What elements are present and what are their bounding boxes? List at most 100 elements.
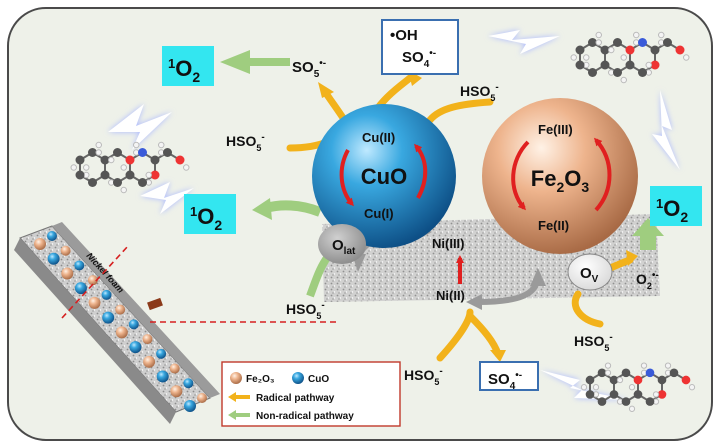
atom <box>609 390 619 399</box>
lightning-bolt-icon <box>108 104 172 150</box>
catalyst-particle <box>115 326 128 339</box>
lattice-oxygen-label: Olat <box>332 237 356 257</box>
catalyst-particle <box>129 341 142 354</box>
lightning-bolt-icon <box>540 370 630 400</box>
atom <box>95 141 102 149</box>
atom <box>585 375 595 385</box>
radical-legend-arrow <box>228 392 250 402</box>
atom <box>650 60 660 70</box>
cuo-label: CuO <box>361 164 407 189</box>
catalyst-particles <box>34 231 207 412</box>
pollutant-molecule-icon <box>580 362 696 412</box>
atom <box>688 384 696 391</box>
fe-ii-label: Fe(II) <box>538 218 569 233</box>
atom <box>597 397 607 406</box>
atom <box>150 155 160 165</box>
catalyst-particle <box>143 355 156 368</box>
atom <box>609 375 619 385</box>
radical-arrow <box>426 98 494 124</box>
atom <box>664 362 672 369</box>
catalyst-particle <box>156 348 167 359</box>
cu-redox-arrows <box>339 143 428 207</box>
atom <box>100 155 110 165</box>
atom <box>125 155 135 165</box>
atom <box>658 31 665 39</box>
nonradical-legend-arrow <box>228 410 250 420</box>
singlet-oxygen-label: 1O2 <box>656 196 688 225</box>
atom <box>133 141 140 149</box>
lightning-bolt-icon <box>140 182 194 214</box>
atom <box>638 68 647 77</box>
cu-ii-label: Cu(II) <box>362 130 395 145</box>
atom <box>663 38 672 47</box>
atom <box>638 38 647 47</box>
ni-ii-label: Ni(II) <box>436 288 465 303</box>
atom <box>595 31 602 39</box>
atom <box>597 368 607 378</box>
atom <box>650 45 660 55</box>
atom <box>625 60 635 70</box>
atom <box>657 390 667 399</box>
atom <box>113 148 122 157</box>
singlet-oxygen-box <box>184 194 236 234</box>
atom <box>575 60 585 70</box>
catalyst-particle <box>34 238 46 250</box>
atom <box>158 141 165 149</box>
atom <box>588 68 597 77</box>
catalyst-particle <box>47 252 60 265</box>
atom <box>120 186 127 194</box>
atom <box>633 375 643 385</box>
radical-products-box <box>381 19 459 75</box>
atom <box>175 155 185 165</box>
atom <box>138 178 147 187</box>
atom <box>621 368 631 378</box>
atom <box>628 384 636 391</box>
catalyst-particle <box>74 282 87 295</box>
atom <box>100 170 110 180</box>
non-radical-arrow <box>252 198 322 220</box>
atom <box>633 390 643 399</box>
pms-label: HSO5- <box>460 82 499 103</box>
catalyst-particle <box>142 334 153 345</box>
oxygen-vacancy-label: OV <box>580 265 599 285</box>
catalyst-particle <box>102 311 115 324</box>
atom <box>640 362 648 369</box>
catalyst-particle <box>128 319 139 330</box>
catalyst-particle <box>115 304 126 315</box>
catalyst-particle <box>156 370 169 383</box>
atom <box>75 170 85 180</box>
hydroxyl-radical-label: •OH <box>390 27 418 44</box>
atom <box>570 54 577 61</box>
atom <box>95 149 102 156</box>
atom <box>70 164 77 171</box>
fe2o3-label: Fe2O3 <box>531 166 590 195</box>
atom <box>625 45 635 55</box>
atom <box>669 368 679 378</box>
atom <box>621 397 631 406</box>
atom <box>620 54 627 61</box>
non-radical-arrow <box>632 218 664 250</box>
particle-stub <box>147 297 163 311</box>
sulfate-radical-label: SO4•- <box>488 370 522 392</box>
atom <box>83 164 90 171</box>
atom <box>620 76 627 84</box>
sulfate-radical-box <box>479 361 539 391</box>
atom <box>645 397 655 406</box>
atom <box>113 178 122 187</box>
singlet-oxygen-box <box>650 186 702 226</box>
atom <box>600 45 610 55</box>
lightning-bolt-icon <box>488 30 560 54</box>
zoom-line <box>61 245 129 319</box>
atom <box>183 164 190 171</box>
singlet-oxygen-label: 1O2 <box>190 204 222 233</box>
non-radical-arrow <box>220 50 290 74</box>
atom <box>645 61 652 69</box>
atom <box>88 178 97 187</box>
cycle-arrowhead <box>530 268 546 286</box>
fe-iii-label: Fe(III) <box>538 122 573 137</box>
radical-arrowhead <box>318 82 334 98</box>
radical-arrow <box>571 290 604 328</box>
atom <box>108 156 115 164</box>
